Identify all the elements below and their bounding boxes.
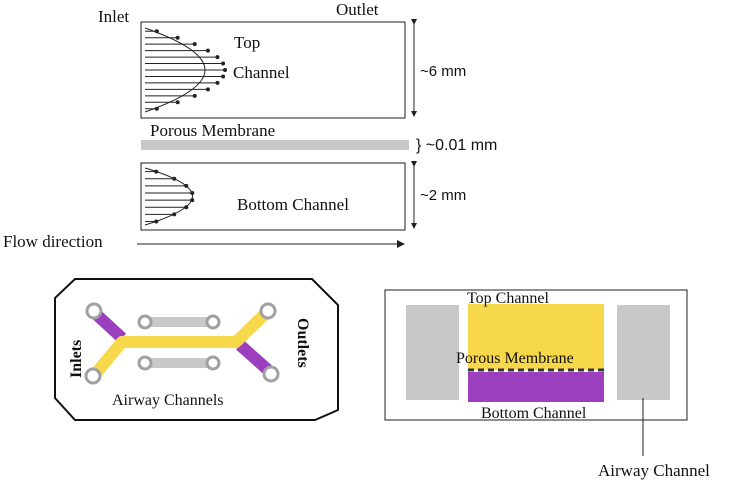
airway-channel-lower bbox=[145, 358, 213, 368]
outlet-label: Outlet bbox=[336, 0, 379, 19]
inlet-port bbox=[84, 367, 102, 385]
flow-direction-label: Flow direction bbox=[3, 232, 103, 251]
velocity-vector-head bbox=[175, 35, 180, 40]
velocity-vector-head bbox=[221, 74, 226, 79]
airway-port bbox=[205, 314, 221, 330]
inlets-label: Inlets bbox=[68, 340, 85, 378]
bottom-channel-label: Bottom Channel bbox=[237, 195, 349, 214]
cs-airway-channel-label: Airway Channel bbox=[598, 461, 710, 480]
cs-porous-membrane-label: Porous Membrane bbox=[456, 350, 574, 367]
velocity-vector-head bbox=[205, 87, 210, 92]
velocity-vector-head bbox=[154, 169, 159, 174]
velocity-vector-head bbox=[190, 190, 195, 195]
airway-channel-upper bbox=[145, 317, 213, 327]
velocity-vector-head bbox=[154, 106, 159, 111]
outlet-port bbox=[259, 302, 277, 320]
membrane-thickness-label: } ~0.01 mm bbox=[416, 137, 497, 154]
cs-top-channel-label: Top Channel bbox=[467, 290, 550, 307]
top-height-label: ~6 mm bbox=[420, 63, 466, 80]
bottom-channel-segment-left bbox=[92, 310, 127, 343]
cross-section-outline bbox=[384, 289, 688, 421]
inlet-label: Inlet bbox=[98, 7, 129, 26]
airway-channel-right-cs bbox=[617, 305, 670, 400]
outlet-port bbox=[262, 365, 280, 383]
velocity-vector-head bbox=[172, 212, 177, 217]
top-channel-label-1: Top bbox=[234, 33, 260, 52]
porous-membrane-label: Porous Membrane bbox=[150, 121, 275, 140]
bottom-channel-box bbox=[140, 162, 406, 231]
velocity-vector-head bbox=[205, 48, 210, 53]
top-velocity-profile bbox=[144, 27, 227, 113]
porous-membrane-bar bbox=[141, 140, 409, 150]
velocity-vector-head bbox=[190, 198, 195, 203]
top-channel-cs bbox=[468, 304, 604, 370]
velocity-vector-head bbox=[154, 219, 159, 224]
velocity-vector-head bbox=[221, 61, 226, 66]
velocity-vector-head bbox=[192, 42, 197, 47]
airway-channel-left-cs bbox=[406, 305, 459, 400]
bottom-channel-top-view bbox=[92, 310, 272, 375]
airway-channels-label: Airway Channels bbox=[112, 392, 224, 409]
bottom-velocity-profile bbox=[144, 167, 195, 226]
bottom-channel-cs bbox=[468, 372, 604, 402]
velocity-vector-head bbox=[192, 93, 197, 98]
velocity-vector-head bbox=[154, 29, 159, 34]
airway-port bbox=[137, 355, 153, 371]
velocity-vector-head bbox=[175, 100, 180, 105]
top-channel-label-2: Channel bbox=[233, 63, 290, 82]
velocity-vector-head bbox=[223, 68, 227, 72]
airway-channels-top-view bbox=[137, 314, 221, 371]
velocity-vector-head bbox=[184, 183, 189, 188]
cs-bottom-channel-label: Bottom Channel bbox=[481, 405, 587, 422]
velocity-vector-head bbox=[184, 205, 189, 210]
main-ports bbox=[84, 302, 280, 385]
airway-port bbox=[137, 314, 153, 330]
bottom-channel-segment-right bbox=[236, 340, 272, 375]
airway-port bbox=[205, 355, 221, 371]
velocity-vector-head bbox=[172, 176, 177, 181]
bottom-height-label: ~2 mm bbox=[420, 187, 466, 204]
top-channel-top-view bbox=[92, 308, 271, 376]
top-channel-box bbox=[140, 21, 406, 119]
outlets-label: Outlets bbox=[294, 318, 311, 368]
inlet-port bbox=[85, 302, 103, 320]
velocity-vector-head bbox=[215, 80, 220, 85]
velocity-vector-head bbox=[215, 55, 220, 60]
